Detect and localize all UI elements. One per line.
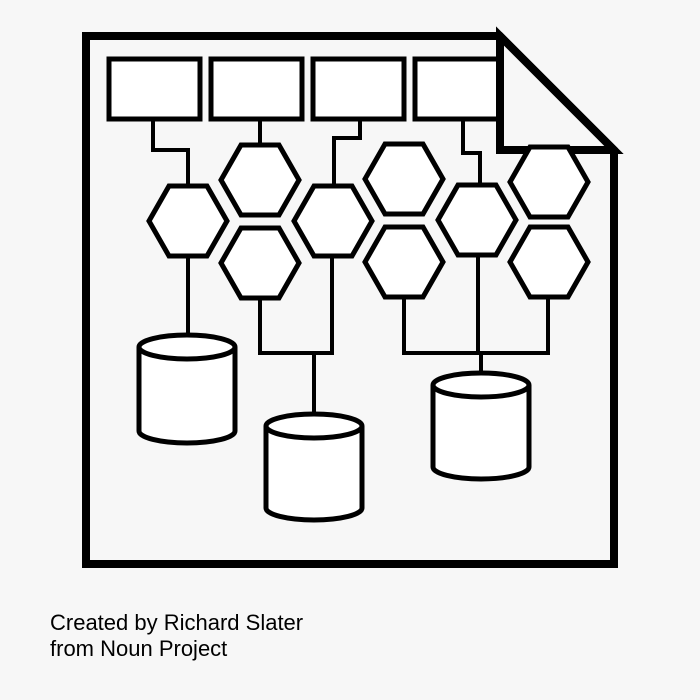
database-3-body: [430, 385, 532, 482]
connector-box1: [151, 119, 190, 188]
document-body: [82, 32, 618, 568]
box-3: [310, 56, 407, 122]
hexagon-4: [291, 183, 375, 259]
hexagon-6: [362, 224, 446, 300]
hexagon-nodes: [146, 141, 591, 301]
database-2-top: [263, 411, 365, 441]
connector-hexgroup2-cyl2: [258, 256, 334, 415]
top-boxes: [106, 56, 509, 122]
hexagon-1: [146, 183, 230, 259]
hexagon-7: [435, 182, 519, 258]
attribution-line-1: Created by Richard Slater: [50, 610, 304, 635]
hexagon-3: [218, 225, 302, 301]
folded-corner: [496, 26, 624, 154]
database-2: [263, 411, 365, 523]
box-2: [208, 56, 305, 122]
database-3-top: [430, 370, 532, 400]
database-3: [430, 370, 532, 482]
hexagon-8: [507, 144, 591, 220]
database-1-body: [136, 347, 238, 446]
database-2-body: [263, 426, 365, 523]
box-1: [106, 56, 203, 122]
document-outline: [82, 32, 618, 568]
hexagon-2: [218, 142, 302, 218]
attribution-text: Created by Richard Slater from Noun Proj…: [50, 610, 303, 662]
box-4: [412, 56, 509, 122]
database-1-top: [136, 332, 238, 362]
attribution-line-2: from Noun Project: [50, 636, 228, 661]
database-1: [136, 332, 238, 446]
fold-triangle: [496, 26, 624, 154]
hexagon-5: [362, 141, 446, 217]
hexagon-9: [507, 224, 591, 300]
connector-box3: [332, 119, 362, 188]
connector-box4: [461, 119, 482, 188]
